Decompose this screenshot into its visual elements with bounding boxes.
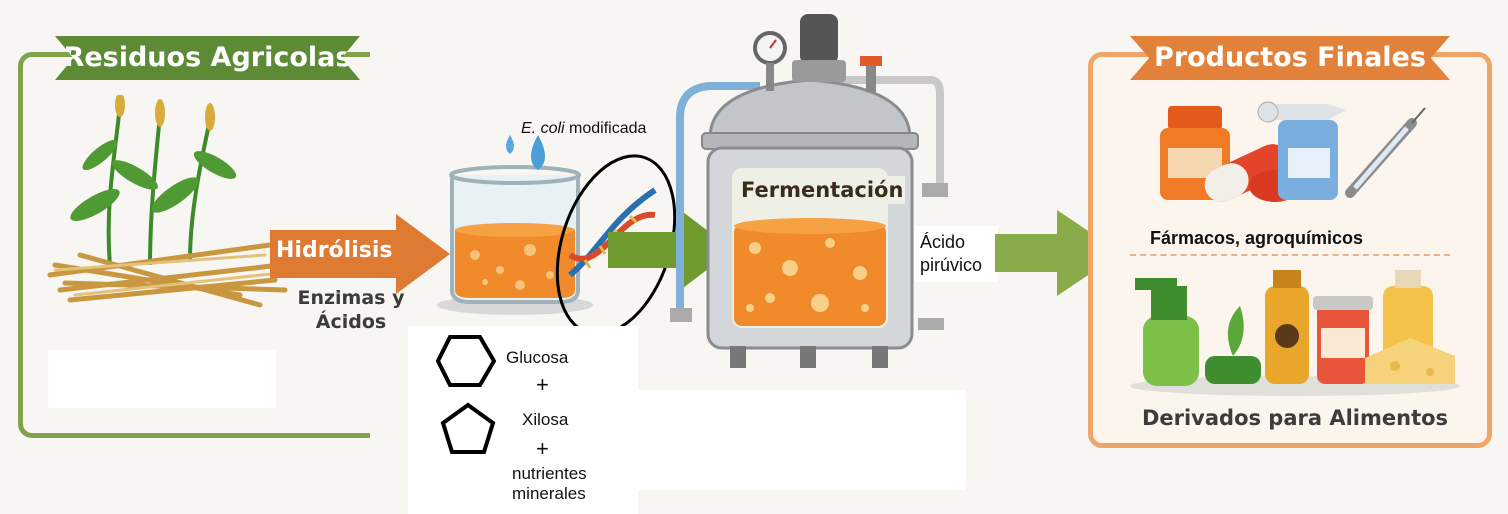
food-products-icon: [1130, 270, 1460, 396]
agri-waste-banner: Residuos Agricolas: [55, 36, 360, 80]
nutrients-line2: minerales: [512, 484, 586, 503]
crop-residue-icon: [47, 95, 288, 308]
blank-box-center: [636, 390, 966, 490]
product-arrow: [995, 210, 1121, 296]
feed-arrow: [608, 212, 733, 288]
food-label: Derivados para Alimentos: [1141, 406, 1449, 430]
pyruvic-box: Ácido pirúvico: [914, 226, 998, 282]
microbe-label: E. coli modificada: [521, 120, 681, 138]
blank-label-box: [48, 350, 276, 408]
fermentation-label: Fermentación: [737, 176, 905, 204]
microbe-name-italic: E. coli: [521, 120, 565, 137]
hexagon-icon: [436, 335, 496, 387]
divider: [1130, 254, 1450, 256]
xylose-label: Xilosa: [522, 410, 569, 429]
pyruvic-line1: Ácido: [920, 232, 966, 252]
beaker-icon: [437, 135, 593, 315]
pharma-label: Fármacos, agroquímicos: [1150, 228, 1364, 248]
pentagon-icon: [440, 402, 496, 454]
glucose-label: Glucosa: [506, 348, 569, 367]
final-products-banner: Productos Finales: [1130, 36, 1450, 80]
reagents-label: Enzimas y Ácidos: [297, 287, 405, 333]
pyruvic-line2: pirúvico: [920, 255, 983, 275]
plus-1: +: [536, 372, 549, 397]
hydrolysis-label: Hidrólisis: [276, 238, 393, 263]
nutrients-label: nutrientes minerales: [512, 464, 587, 504]
pharma-icon: [1160, 101, 1426, 202]
nutrients-line1: nutrientes: [512, 464, 587, 483]
microbe-name-rest: modificada: [564, 120, 647, 137]
plus-2: +: [536, 436, 549, 461]
